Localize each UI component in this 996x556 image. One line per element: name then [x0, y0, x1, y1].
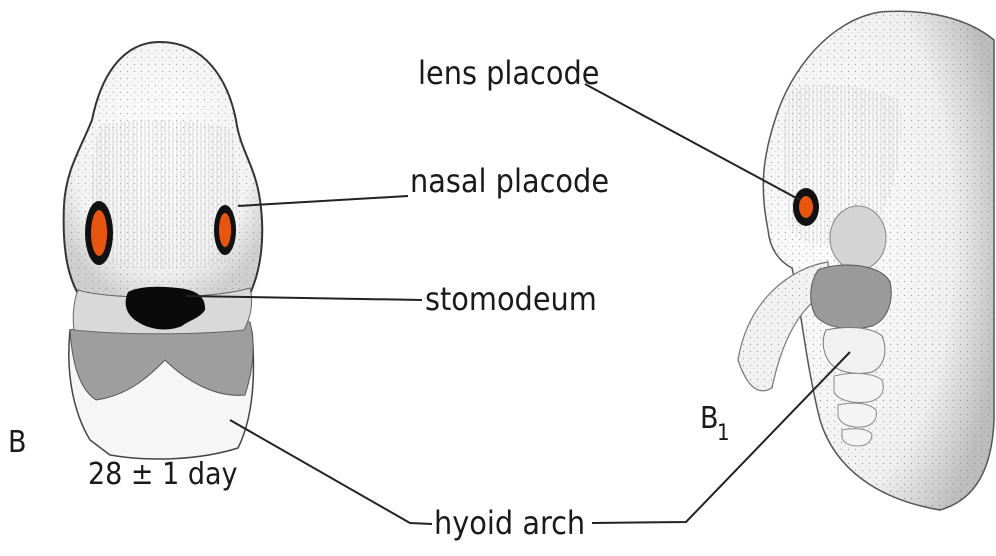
- hyoid-arch-leader-left: [230, 420, 432, 524]
- stomodeum-label: stomodeum: [425, 280, 597, 318]
- side-maxillary: [830, 206, 886, 270]
- hyoid-arch-label: hyoid arch: [434, 504, 585, 542]
- panel-front-label: B: [8, 425, 27, 460]
- side-arch-3: [834, 373, 883, 402]
- side-mandibular-arch: [811, 265, 891, 329]
- front-view-embryo: [64, 42, 263, 459]
- nasal-placode-label: nasal placode: [410, 162, 609, 200]
- side-arch-4: [838, 403, 876, 427]
- lens-placode-leader: [585, 84, 800, 200]
- side-view-embryo: [738, 11, 994, 510]
- panel-side-label: B: [700, 401, 719, 436]
- side-arch-5: [842, 429, 872, 446]
- lens-placode-label: lens placode: [418, 54, 599, 92]
- nasal-placode-leader: [238, 196, 408, 206]
- age-label: 28 ± 1 day: [88, 457, 238, 492]
- front-forebrain-hatch: [90, 120, 238, 269]
- panel-side-subscript: 1: [717, 421, 730, 446]
